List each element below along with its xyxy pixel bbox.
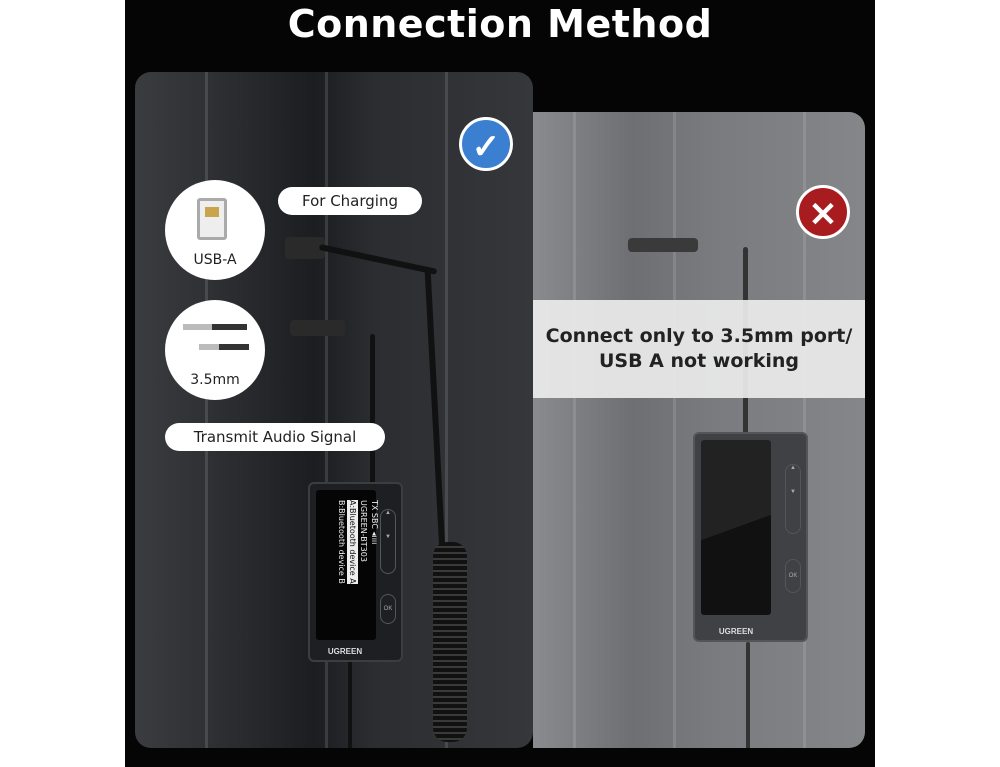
jack-cable [370, 334, 375, 484]
cable [746, 642, 750, 748]
usb-a-callout: USB-A [165, 180, 265, 280]
ok-button: OK [380, 594, 396, 624]
rail [573, 112, 576, 748]
warning-text: Connect only to 3.5mm port/ [545, 325, 853, 347]
jack-plug [628, 238, 698, 252]
screen-line: TX SBC ◂ıııı [370, 500, 379, 545]
brand-label: UGREEN [327, 647, 363, 656]
screen-line: UGREEN-BT303 [359, 500, 368, 562]
cable [348, 652, 352, 748]
brand-label: UGREEN [718, 627, 754, 636]
usb-a-icon [197, 198, 227, 240]
bluetooth-transmitter: ▲▼ OK UGREEN [693, 432, 808, 642]
page-title: Connection Method [287, 2, 713, 46]
audio-jack-icon [199, 344, 249, 350]
bluetooth-transmitter: TX SBC ◂ıııı UGREEN-BT303 A:Bluetooth de… [308, 482, 403, 662]
up-down-button: ▲▼ [785, 464, 801, 534]
ok-button: OK [785, 559, 801, 593]
for-charging-label: For Charging [278, 187, 422, 215]
warning-text: USB A not working [598, 350, 800, 372]
warning-banner: Connect only to 3.5mm port/ USB A not wo… [533, 300, 865, 398]
screen-line: B:Bluetooth device B [337, 500, 346, 584]
screen-line-selected: A:Bluetooth device A [347, 500, 358, 584]
device-screen: TX SBC ◂ıııı UGREEN-BT303 A:Bluetooth de… [316, 490, 379, 640]
usb-cable [318, 244, 438, 275]
device-screen [701, 440, 771, 615]
jack-label: 3.5mm [190, 372, 240, 388]
rail [205, 72, 208, 748]
audio-jack-icon [183, 324, 247, 330]
transmit-audio-label: Transmit Audio Signal [165, 423, 385, 451]
correct-connection-panel: TX SBC ◂ıııı UGREEN-BT303 A:Bluetooth de… [135, 72, 533, 748]
jack-plug [290, 320, 345, 336]
rail [325, 72, 328, 748]
rail [803, 112, 806, 748]
jack-callout: 3.5mm [165, 300, 265, 400]
usb-plug [285, 237, 325, 259]
coiled-cable [433, 542, 467, 742]
up-down-button: ▲▼ [380, 509, 396, 574]
rail [673, 112, 676, 748]
rail [445, 72, 448, 748]
infographic: Connection Method TX SBC ◂ıııı UGREEN-BT… [125, 0, 875, 767]
checkmark-icon: ✓ [459, 117, 513, 171]
usb-a-label: USB-A [193, 252, 237, 268]
x-icon: ✕ [796, 185, 850, 239]
